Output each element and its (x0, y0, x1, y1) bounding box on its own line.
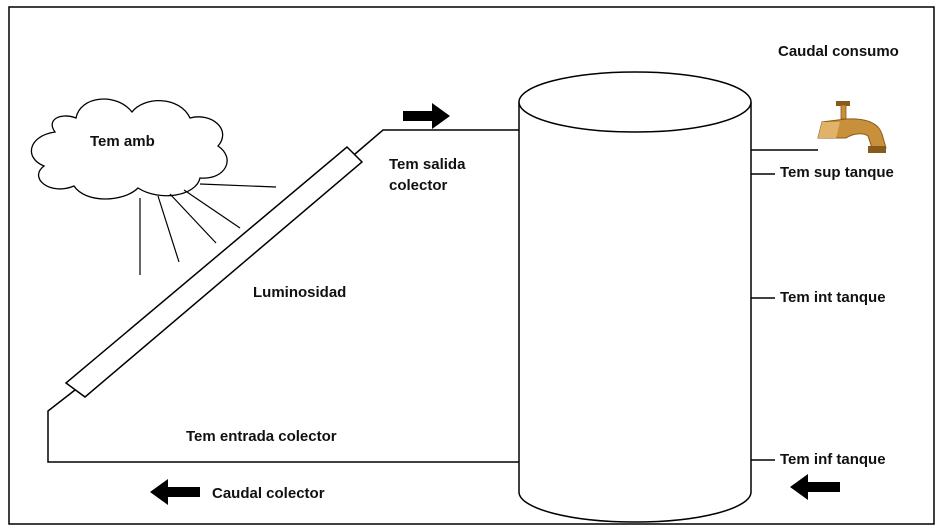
luminosity-label: Luminosidad (253, 284, 347, 301)
storage-tank (518, 71, 752, 523)
collector-outlet-temp-label-line1: Tem salida (389, 156, 466, 173)
tank-top-temp-label: Tem sup tanque (780, 164, 894, 181)
solar-collector-panel (64, 145, 364, 398)
consumption-flow-label: Caudal consumo (778, 43, 899, 60)
diagram-frame (8, 6, 935, 525)
sun-rays-icon (139, 183, 277, 275)
collector-flow-label: Caudal colector (212, 485, 325, 502)
collector-outlet-pipe (354, 129, 522, 155)
arrow-right-icon (403, 103, 450, 129)
arrow-left-icon (790, 474, 840, 500)
arrow-left-icon (150, 479, 200, 505)
collector-inlet-temp-label: Tem entrada colector (186, 428, 337, 445)
faucet-icon (817, 101, 887, 153)
tank-mid-temp-label: Tem int tanque (780, 289, 886, 306)
ambient-temp-label: Tem amb (90, 133, 155, 150)
tank-bottom-temp-label: Tem inf tanque (780, 451, 886, 468)
cloud-icon (30, 98, 228, 200)
collector-inlet-pipe (47, 389, 520, 463)
collector-outlet-temp-label-line2: colector (389, 177, 448, 194)
